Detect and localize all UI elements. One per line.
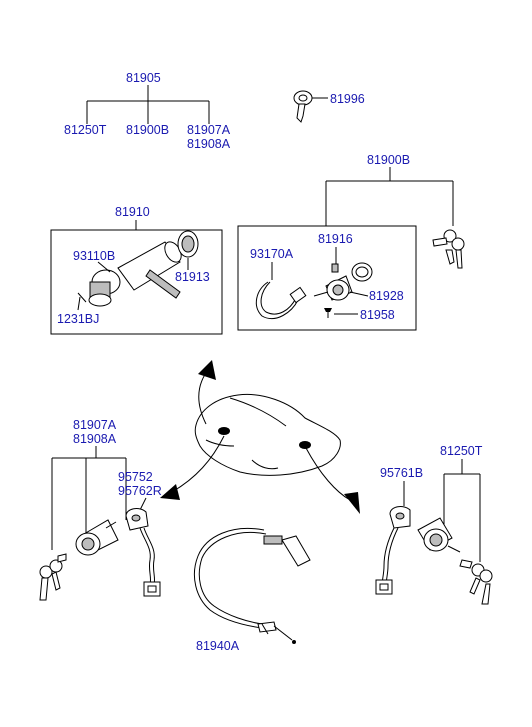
arrow-right-icon xyxy=(305,447,360,514)
label-81905[interactable]: 81905 xyxy=(126,71,161,85)
label-81958[interactable]: 81958 xyxy=(360,308,395,322)
screw-81958-icon xyxy=(324,308,332,318)
label-81907a[interactable]: 81907A xyxy=(73,418,117,432)
label-81940a[interactable]: 81940A xyxy=(196,639,240,653)
label-93170a[interactable]: 93170A xyxy=(250,247,294,261)
arrow-up-icon xyxy=(198,360,216,425)
label-81900b[interactable]: 81900B xyxy=(367,153,410,167)
lock-cylinder-81910-icon xyxy=(77,230,199,307)
tree-81907a xyxy=(51,446,127,550)
key-set-81900b-icon xyxy=(432,229,465,269)
label-1231bj[interactable]: 1231BJ xyxy=(57,312,99,326)
label-95761b[interactable]: 95761B xyxy=(380,466,423,480)
tree-81905 xyxy=(86,85,210,124)
label-81250t-top[interactable]: 81250T xyxy=(64,123,107,137)
label-81928[interactable]: 81928 xyxy=(369,289,404,303)
label-81907a-top[interactable]: 81907A xyxy=(187,123,231,137)
switch-95752-icon xyxy=(125,508,161,597)
door-lock-right-icon xyxy=(417,517,461,553)
label-81910[interactable]: 81910 xyxy=(115,205,150,219)
label-81996[interactable]: 81996 xyxy=(330,92,365,106)
leader-1231bj xyxy=(77,296,81,311)
arrow-left-icon xyxy=(160,435,225,500)
tree-81900b xyxy=(325,167,454,226)
box-81910 xyxy=(50,229,223,335)
leader-81928 xyxy=(349,291,369,297)
door-lock-left-icon xyxy=(75,519,119,556)
key-set-right-icon xyxy=(459,559,493,605)
label-81908a-top[interactable]: 81908A xyxy=(187,137,231,151)
label-81916[interactable]: 81916 xyxy=(318,232,353,246)
label-81908a[interactable]: 81908A xyxy=(73,432,117,446)
door-lock-81928-icon xyxy=(313,262,373,301)
label-81913[interactable]: 81913 xyxy=(175,270,210,284)
key-set-left-icon xyxy=(39,553,67,601)
label-81250t[interactable]: 81250T xyxy=(440,444,483,458)
leader-81940a xyxy=(261,623,269,635)
label-81900b-top[interactable]: 81900B xyxy=(126,123,169,137)
leader-95752 xyxy=(139,497,147,511)
cable-81940a-icon xyxy=(194,527,311,644)
label-95752[interactable]: 95752 xyxy=(118,470,153,484)
switch-95761b-icon xyxy=(375,506,411,595)
tree-81250t xyxy=(443,459,481,562)
leader-93110b xyxy=(97,261,111,273)
label-95762r[interactable]: 95762R xyxy=(118,484,162,498)
box-81900b xyxy=(237,225,417,331)
label-93110b[interactable]: 93110B xyxy=(73,249,115,263)
wire-harness-93170a-icon xyxy=(255,281,307,320)
car-silhouette-icon xyxy=(194,393,341,476)
key-81996-icon xyxy=(293,90,328,123)
